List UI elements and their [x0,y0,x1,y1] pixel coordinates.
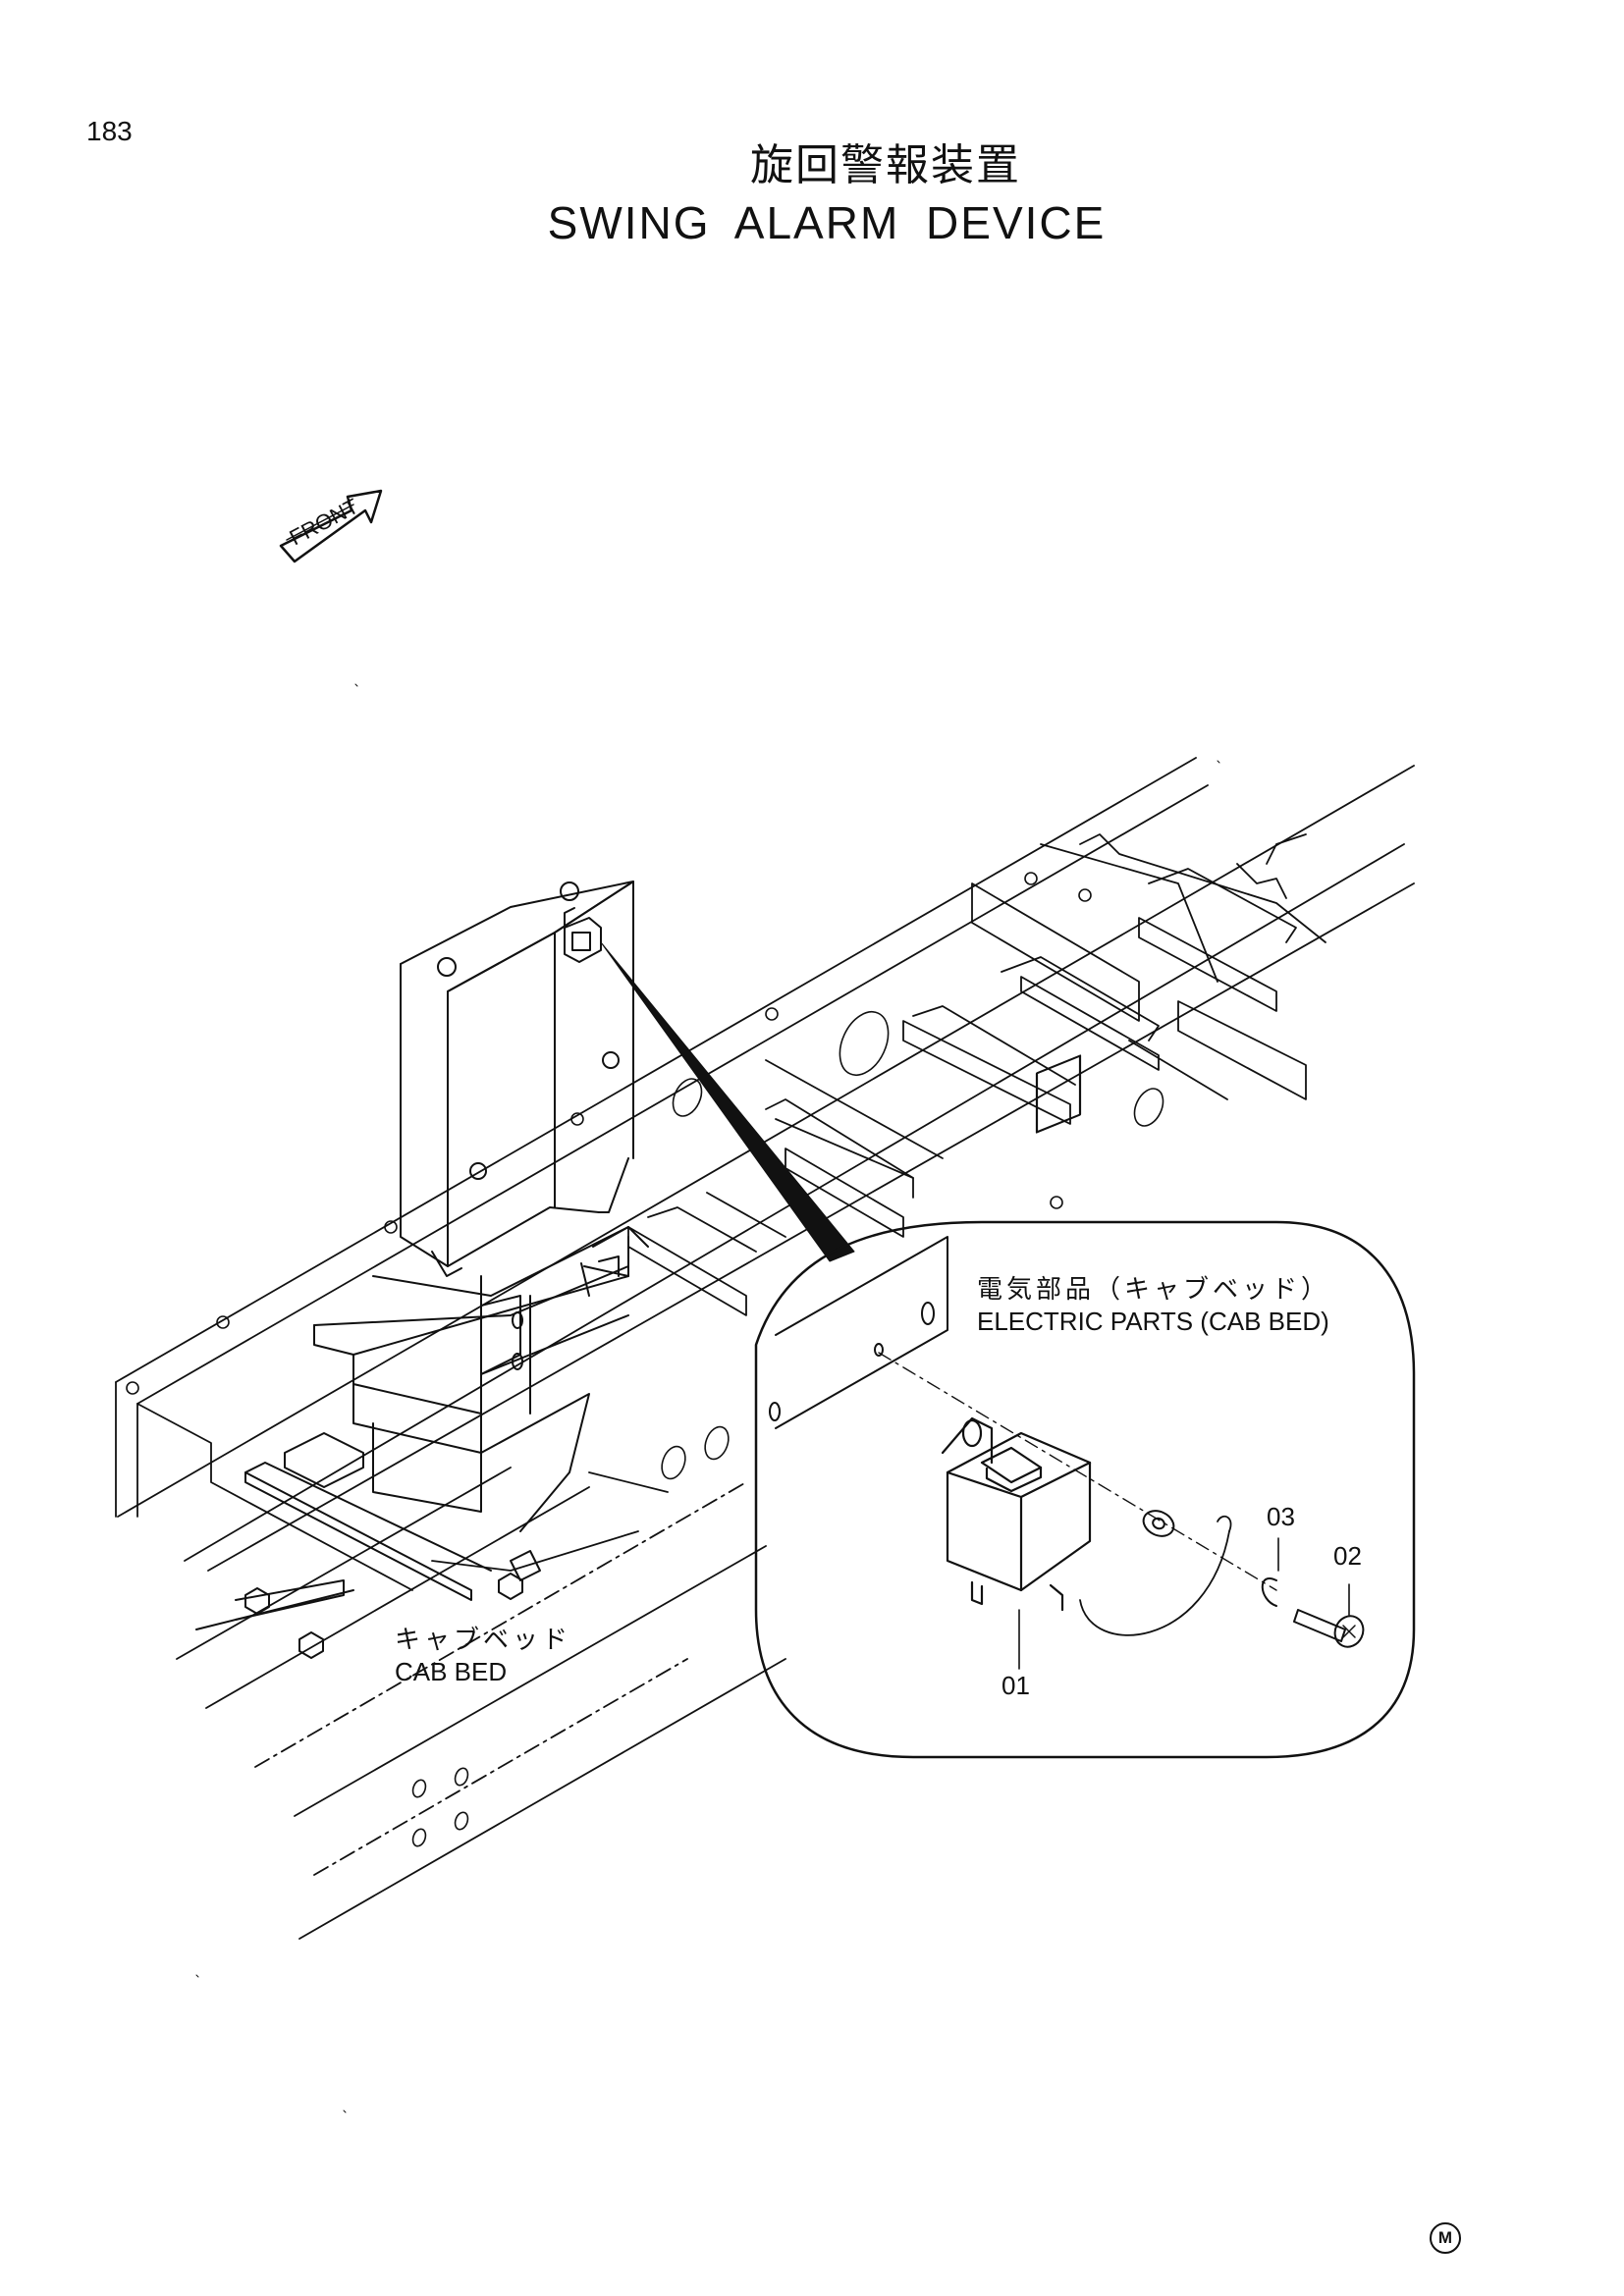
cab-bed-label-japanese: キャブベッド [395,1626,572,1655]
callout-leaders [1018,1537,1350,1670]
cab-bed-frame [115,757,1415,1940]
callout-01: 01 [1001,1671,1030,1700]
front-arrow-icon: FRONT [279,489,383,563]
cab-bed-controller-box [313,881,649,1532]
detail-label-japanese: 電気部品（キャブベッド） [977,1275,1331,1305]
cross-members [627,843,1307,1316]
cab-bed-label-english: CAB BED [395,1657,508,1686]
page-number: 183 [86,116,133,146]
detail-bubble [754,1220,1416,1759]
scan-specks [195,683,1220,2113]
detail-fasteners [1142,1510,1365,1648]
screw-icon [1293,1609,1346,1642]
detail-mounting-plate [769,1236,948,1429]
frame-holes [126,872,1164,1847]
cab-bed-plates [195,1432,541,1659]
alarm-switch-small-icon [564,907,602,963]
snap-ring-icon [1261,1577,1277,1607]
detail-leader [600,941,855,1262]
callout-02: 02 [1333,1541,1362,1571]
corner-mark: M [1430,2222,1461,2254]
title-english: SWING ALARM DEVICE [547,197,1107,248]
title-japanese: 旋回警報装置 [750,140,1021,190]
alarm-buzzer-icon [941,1054,1232,1636]
detail-label: 電気部品（キャブベッド） ELECTRIC PARTS (CAB BED) [977,1274,1330,1337]
detail-label-english: ELECTRIC PARTS (CAB BED) [977,1307,1329,1336]
page-title: 旋回警報装置 SWING ALARM DEVICE [0,130,1624,249]
assembly-axis [878,1352,1277,1591]
cab-bed-label: キャブベッド CAB BED [395,1625,571,1687]
callout-03: 03 [1267,1502,1295,1531]
